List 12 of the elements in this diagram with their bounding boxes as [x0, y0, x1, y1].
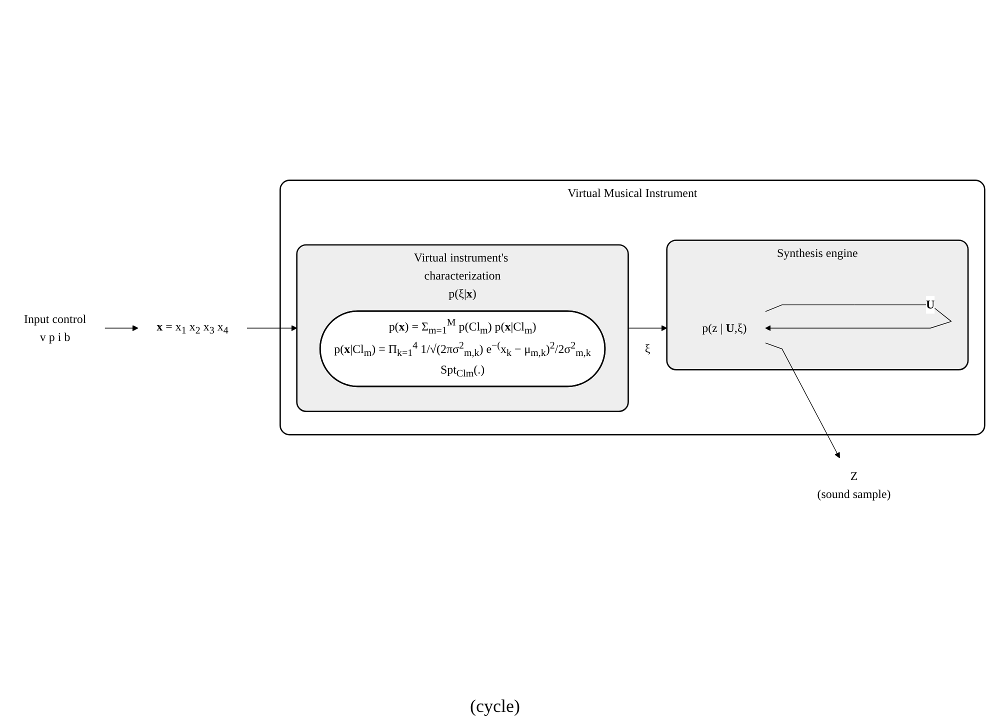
arrow: [104, 324, 138, 331]
node-text: x = x$_{1}$ x$_{2}$ x$_{3}$ x$_{4}$: [156, 319, 228, 336]
arrow: [628, 324, 668, 331]
arrow: [765, 304, 952, 331]
edge-label: ξ: [644, 341, 650, 355]
node-text: Input control v p i b: [24, 312, 86, 343]
arrow: [765, 342, 840, 458]
edge-label: U: [926, 297, 935, 311]
node-text: p(z | U,ξ): [702, 320, 747, 334]
arrow: [246, 324, 298, 331]
node-text: Z (sound sample): [817, 468, 891, 500]
note-text: (cycle): [470, 696, 520, 716]
